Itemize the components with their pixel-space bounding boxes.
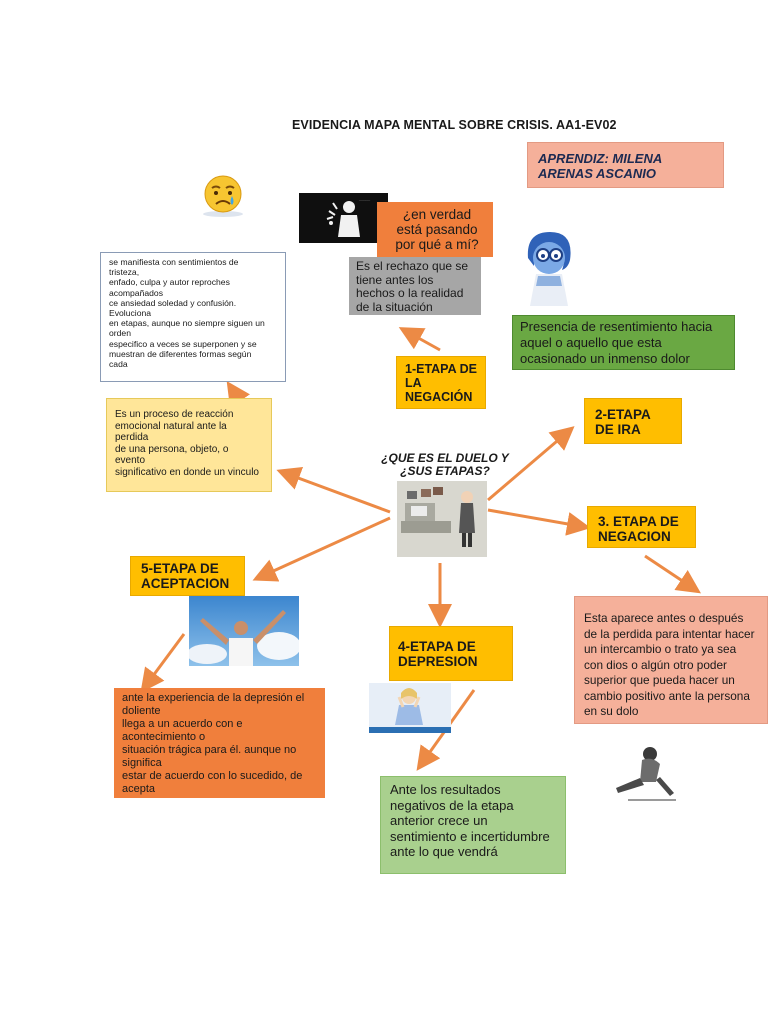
cartoon-man-icon: _____ <box>299 193 388 243</box>
arrow-to-denial-definition <box>398 327 441 352</box>
negotiation-text-box: Esta aparece antes o después de la perdi… <box>574 596 768 724</box>
question-box: ¿en verdad está pasando por qué a mí? <box>377 202 493 257</box>
resentment-box: Presencia de resentimiento hacia aquel o… <box>512 315 735 370</box>
arrow-to-acceptance-text <box>140 633 186 693</box>
page-title: EVIDENCIA MAPA MENTAL SOBRE CRISIS. AA1-… <box>292 118 617 132</box>
acceptance-text-box: ante la experiencia de la depresión el d… <box>114 688 325 798</box>
stage-1-box: 1-ETAPA DE LA NEGACIÓN <box>396 356 486 409</box>
stage-2-box: 2-ETAPA DE IRA <box>584 398 682 444</box>
apprentice-name: APRENDIZ: MILENA ARENAS ASCANIO <box>538 151 662 181</box>
stage-3-box: 3. ETAPA DE NEGACION <box>587 506 696 548</box>
svg-text:_____: _____ <box>358 196 371 201</box>
process-text-box: Es un proceso de reacción emocional natu… <box>106 398 272 492</box>
arrow-to-process <box>276 466 391 514</box>
office-cartoon-icon <box>397 481 487 557</box>
apprentice-box: APRENDIZ: MILENA ARENAS ASCANIO <box>527 142 724 188</box>
joyful-man-photo-icon <box>189 596 299 666</box>
sadness-character-icon <box>516 228 576 312</box>
arrow-to-manifest <box>226 381 250 408</box>
crying-emoji-icon <box>195 172 251 218</box>
arrow-stage3-to-negotiation <box>644 554 701 594</box>
arrow-to-stage5 <box>252 516 391 582</box>
denial-definition-box: Es el rechazo que se tiene antes los hec… <box>349 257 481 315</box>
stage-4-box: 4-ETAPA DE DEPRESION <box>389 626 513 681</box>
arrow-to-stage3 <box>487 508 591 536</box>
sad-sitting-man-icon <box>598 742 698 804</box>
arrow-to-stage2 <box>487 426 575 502</box>
stage-5-box: 5-ETAPA DE ACEPTACION <box>130 556 245 596</box>
central-question: ¿QUE ES EL DUELO Y ¿SUS ETAPAS? <box>381 451 509 478</box>
depression-text-box: Ante los resultados negativos de la etap… <box>380 776 566 874</box>
sad-woman-icon <box>369 683 451 733</box>
manifest-text-box: se manifiesta con sentimientos de triste… <box>100 252 286 382</box>
